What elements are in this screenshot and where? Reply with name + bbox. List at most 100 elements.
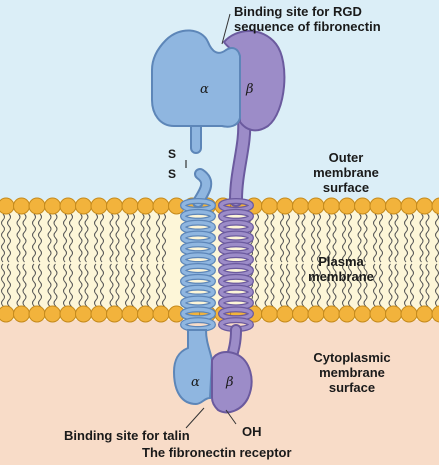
lipid-head (0, 197, 15, 215)
lipid-head (44, 197, 61, 215)
lipid-tail-outer (63, 213, 67, 263)
lipid-tail-inner (410, 263, 414, 313)
oh-group-label: OH (242, 424, 262, 439)
lipid-tail-outer (255, 213, 259, 263)
lipid-head (431, 305, 439, 323)
lipid-tail-outer (394, 213, 399, 263)
lipid-head (90, 197, 108, 215)
lipid-tail-outer (115, 213, 120, 263)
lipid-tail-inner (373, 263, 377, 313)
lipid-tail-inner (357, 263, 362, 313)
lipid-tail-inner (394, 263, 399, 313)
lipid-tail-outer (94, 213, 98, 263)
lipid-tail-inner (146, 263, 151, 313)
lipid-tail-outer (264, 213, 269, 263)
lipid-head (416, 305, 433, 323)
lipid-head (307, 197, 325, 215)
lipid-head (338, 197, 356, 215)
lipid-tail-inner (404, 263, 408, 313)
lipid-tail-inner (295, 263, 300, 313)
lipid-tail-inner (7, 263, 11, 313)
lipid-tail-outer (342, 213, 346, 263)
lipid-tail-inner (32, 263, 36, 313)
lipid-tail-outer (84, 213, 89, 263)
lipid-tail-outer (162, 213, 166, 263)
lipid-head (323, 305, 340, 323)
lipid-tail-inner (326, 263, 331, 313)
lipid-tail-outer (357, 213, 362, 263)
beta-top-label: β (245, 82, 254, 97)
lipid-head (121, 197, 139, 215)
lipid-tail-outer (16, 213, 21, 263)
lipid-head (261, 197, 278, 215)
oh-pointer (225, 409, 237, 425)
lipid-tail-inner (100, 263, 104, 313)
lipid-tail-outer (7, 213, 11, 263)
plasma-membrane-label: Plasma membrane (308, 254, 374, 284)
lipid-tail-inner (109, 263, 114, 313)
lipid-tail-outer (38, 213, 42, 263)
lipid-tail-outer (373, 213, 377, 263)
lipid-tail-inner (363, 263, 368, 313)
lipid-head (121, 305, 139, 323)
lipid-head (369, 197, 387, 215)
lipid-head (59, 197, 77, 215)
lipid-tail-outer (146, 213, 151, 263)
lipid-head (75, 197, 92, 215)
lipid-tail-outer (311, 213, 315, 263)
lipid-tail-outer (53, 213, 58, 263)
lipid-head (0, 305, 15, 323)
lipid-tails (1, 213, 439, 313)
cytoplasmic-membrane-surface-label: Cytoplasmic membrane surface (313, 350, 391, 395)
lipid-tail-outer (317, 213, 321, 263)
lipid-tail-inner (264, 263, 269, 313)
alpha-cytoplasmic-domain (172, 329, 214, 406)
lipid-tail-inner (47, 263, 52, 313)
lipid-head (385, 305, 402, 323)
inner-lipid-heads (0, 305, 439, 323)
lipid-head (323, 197, 340, 215)
lipid-head (44, 305, 61, 323)
lipid-tail-outer (100, 213, 104, 263)
beta-cytoplasmic-domain (211, 351, 253, 414)
beta-bottom-label: β (225, 375, 234, 390)
lipid-head (152, 197, 170, 215)
lipid-tail-outer (301, 213, 306, 263)
lipid-tail-inner (332, 263, 337, 313)
lipid-head (59, 305, 77, 323)
lipid-head (400, 305, 418, 323)
lipid-head (338, 305, 356, 323)
lipid-head (137, 305, 154, 323)
alpha-bottom-label: α (191, 375, 200, 390)
outer-membrane-surface-label: Outer membrane surface (313, 150, 379, 195)
lipid-head (292, 197, 309, 215)
lipid-head (400, 197, 418, 215)
lipid-tail-inner (162, 263, 166, 313)
alpha-top-label: α (200, 82, 209, 97)
diagram-caption: The fibronectin receptor (142, 445, 292, 460)
lipid-head (354, 305, 371, 323)
lipid-tail-inner (115, 263, 120, 313)
lipid-tail-inner (342, 263, 346, 313)
lipid-tail-inner (125, 263, 129, 313)
lipid-tail-outer (78, 213, 83, 263)
lipid-tail-inner (379, 263, 383, 313)
lipid-tail-outer (404, 213, 408, 263)
lipid-head (307, 305, 325, 323)
lipid-tail-outer (140, 213, 145, 263)
rgd-binding-site-label: Binding site for RGD sequence of fibrone… (234, 4, 381, 34)
lipid-tail-outer (131, 213, 135, 263)
lipid-tail-outer (435, 213, 439, 263)
lipid-tail-inner (22, 263, 27, 313)
lipid-head (354, 197, 371, 215)
lipid-tail-inner (425, 263, 430, 313)
lipid-tail-outer (280, 213, 284, 263)
lipid-tail-inner (435, 263, 439, 313)
lipid-tail-outer (32, 213, 36, 263)
lipid-tail-outer (388, 213, 393, 263)
lipid-tail-outer (1, 213, 5, 263)
lipid-tail-inner (1, 263, 5, 313)
alpha-transmembrane-helix (180, 198, 216, 333)
lipid-tail-inner (388, 263, 393, 313)
lipid-head (28, 305, 46, 323)
